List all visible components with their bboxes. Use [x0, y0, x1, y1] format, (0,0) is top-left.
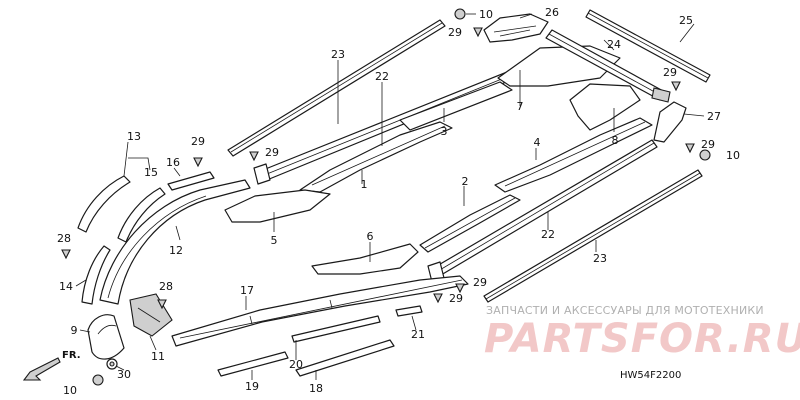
- watermark-caption: ЗАПЧАСТИ И АКСЕССУАРЫ ДЛЯ МОТОТЕХНИКИ: [486, 304, 764, 317]
- part-27-end-cap: [653, 101, 687, 143]
- callout-29-fender: 29: [191, 135, 205, 148]
- fastener-29-far-right: [685, 143, 695, 154]
- callout-29-lower: 29: [449, 292, 463, 305]
- callout-15: 15: [144, 166, 158, 179]
- callout-1: 1: [361, 178, 368, 191]
- fastener-28-left: [61, 249, 71, 260]
- part-15-strip: [117, 187, 166, 243]
- callout-18: 18: [309, 382, 323, 395]
- callout-23-top: 23: [331, 48, 345, 61]
- callout-6: 6: [367, 230, 374, 243]
- callout-11: 11: [151, 350, 165, 363]
- part-17-lower-moulding: [171, 275, 469, 347]
- fastener-29-right: [671, 81, 681, 92]
- callout-20: 20: [289, 358, 303, 371]
- part-22-right-strip: [427, 139, 658, 283]
- callout-28-left: 28: [57, 232, 71, 245]
- callout-8: 8: [612, 134, 619, 147]
- part-12-fender-arc: [99, 179, 251, 305]
- leader-lines: [75, 13, 705, 380]
- part-9-front-lip: [87, 314, 125, 360]
- diagram-code: HW54F2200: [620, 370, 682, 381]
- callout-10-top: 10: [479, 8, 493, 21]
- callout-14: 14: [59, 280, 73, 293]
- part-4-side-moulding: [494, 117, 653, 193]
- callout-29-top: 29: [448, 26, 462, 39]
- part-14-side-piece: [81, 245, 111, 305]
- part-23-right-rail: [483, 169, 703, 303]
- part-22-top-strip: [253, 69, 517, 185]
- fastener-29-mid: [455, 283, 465, 294]
- callout-25: 25: [679, 14, 693, 27]
- fastener-29-fender: [193, 157, 203, 168]
- callout-26: 26: [545, 6, 559, 19]
- fastener-29-top: [473, 27, 483, 38]
- fastener-28-front: [157, 299, 167, 310]
- part-23-top-rail: [227, 19, 446, 157]
- fastener-10-right: [699, 149, 711, 161]
- callout-23-right: 23: [593, 252, 607, 265]
- part-8-pad: [569, 83, 641, 131]
- fastener-29-lower: [433, 293, 443, 304]
- fastener-30: [106, 358, 118, 370]
- part-2-moulding: [419, 194, 521, 253]
- callout-4: 4: [534, 136, 541, 149]
- callout-27: 27: [707, 110, 721, 123]
- part-18-strip: [295, 339, 395, 377]
- callout-21: 21: [411, 328, 425, 341]
- part-24-rail: [545, 29, 671, 103]
- front-marker-label: FR.: [62, 350, 81, 361]
- part-19-strip: [217, 351, 289, 377]
- callout-17: 17: [240, 284, 254, 297]
- callout-3: 3: [441, 125, 448, 138]
- callout-5: 5: [271, 234, 278, 247]
- front-arrow-icon: [22, 357, 61, 381]
- callout-29-far-right: 29: [701, 138, 715, 151]
- part-6-pad: [311, 243, 419, 275]
- fastener-10-bottom: [92, 374, 104, 386]
- callout-9: 9: [71, 324, 78, 337]
- callout-24: 24: [607, 38, 621, 51]
- callout-30: 30: [117, 368, 131, 381]
- fastener-10-top: [454, 8, 466, 20]
- callout-7: 7: [517, 100, 524, 113]
- part-16-trim: [167, 171, 215, 191]
- callout-10-bottom: 10: [63, 384, 77, 397]
- callout-12: 12: [169, 244, 183, 257]
- part-5-pad: [224, 189, 331, 223]
- callout-2: 2: [462, 175, 469, 188]
- callout-22-right: 22: [541, 228, 555, 241]
- callout-29-right: 29: [663, 66, 677, 79]
- callout-22-top: 22: [375, 70, 389, 83]
- part-3-panel: [399, 81, 513, 131]
- fastener-29-left: [249, 151, 259, 162]
- part-21-clip: [395, 305, 423, 317]
- callout-10-right: 10: [726, 149, 740, 162]
- callout-labels: 1 2 3 4 5 6 7 8 9 10 10 10 11 12 13 14 1…: [57, 6, 740, 397]
- callout-19: 19: [245, 380, 259, 393]
- callout-28-front: 28: [159, 280, 173, 293]
- callout-13: 13: [127, 130, 141, 143]
- part-25-rail: [585, 9, 711, 83]
- watermark-logo: PARTSFOR.RU: [484, 316, 800, 362]
- part-20-strip: [291, 315, 381, 343]
- callout-16: 16: [166, 156, 180, 169]
- part-26-handle: [483, 13, 549, 43]
- part-13-strip: [77, 175, 131, 233]
- callout-29-mid: 29: [473, 276, 487, 289]
- callout-29-left: 29: [265, 146, 279, 159]
- part-1-side-moulding: [299, 121, 453, 193]
